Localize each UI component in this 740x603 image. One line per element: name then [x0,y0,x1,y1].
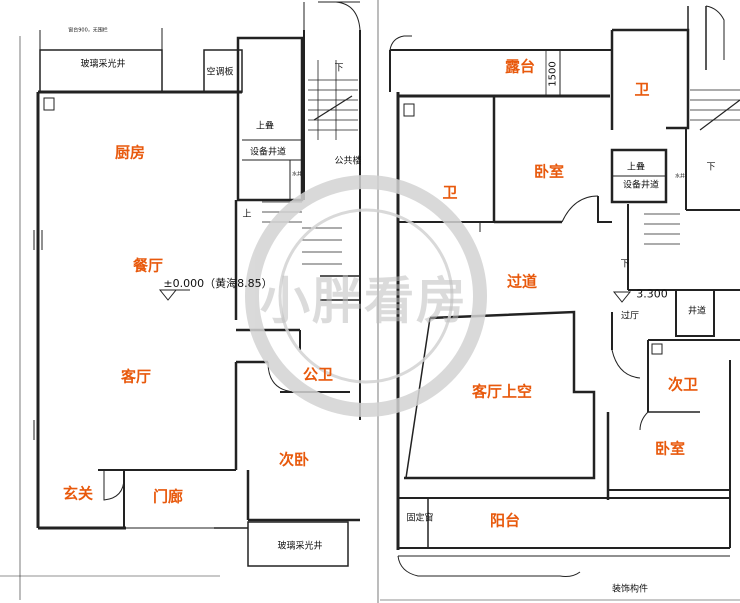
room-label-living: 客厅 [120,367,152,386]
note-decor-member: 装饰构件 [611,584,649,595]
note-public-stair: 公共楼 [334,156,362,167]
note-equipment-shaft-left: 设备井道 [249,147,287,158]
room-label-living-void: 客厅上空 [471,382,533,401]
room-label-dining: 餐厅 [132,256,164,275]
note-down-right-mid: 下 [620,259,630,270]
room-label-porch: 门廊 [152,487,184,506]
upper-floor-walls [377,0,740,603]
watermark-text: 小胖看房 [260,272,468,330]
ground-floor-walls [0,1,361,600]
note-equipment-shaft-right: 设备井道 [622,180,660,191]
elevation-ground: ±0.000（黄海8.85） [163,277,273,290]
note-down-right-top: 下 [706,162,716,173]
dimension-1500: 1500 [547,61,559,87]
note-glass-light-well-bottom: 玻璃采光井 [277,541,323,552]
room-label-terrace: 露台 [504,57,536,76]
room-label-balcony: 阳台 [489,511,521,530]
note-stack-up-left: 上叠 [255,121,275,132]
room-label-second-bath: 次卫 [667,375,699,394]
room-label-bedroom-upper: 卧室 [533,162,565,181]
note-down-left: 下 [334,63,344,74]
elevation-upper: 3.300 [636,287,668,301]
room-label-public-bath: 公卫 [302,365,334,384]
note-water-pipe-left: 水井 [291,171,303,178]
room-label-bath-top: 卫 [634,80,650,99]
room-label-second-bedroom: 次卧 [278,450,310,469]
room-label-hallway: 过道 [506,272,538,291]
note-up-left: 上 [242,209,252,220]
note-stack-up-right: 上叠 [626,162,646,173]
room-label-bath-left: 卫 [442,183,458,202]
note-shaft: 井道 [687,306,707,317]
note-vestibule: 过厅 [620,311,640,322]
room-label-foyer: 玄关 [62,484,94,503]
note-fixed-window: 固定窗 [406,513,434,524]
watermark-logo [245,175,487,417]
note-water-pipe-right: 水井 [674,173,686,180]
note-glass-light-well-top: 玻璃采光井 [80,59,126,70]
room-label-bedroom-lower: 卧室 [654,439,686,458]
room-label-kitchen: 厨房 [114,143,146,162]
note-top-small: 窗台900，无围栏 [68,27,108,34]
note-ac-panel: 空调板 [206,67,234,78]
